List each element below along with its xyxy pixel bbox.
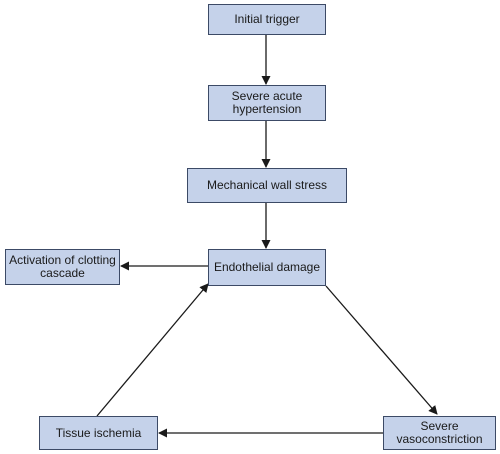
node-tissue-ischemia: Tissue ischemia <box>39 416 158 450</box>
node-endothelial-damage-label: Endothelial damage <box>213 260 321 274</box>
arrow-ischemia-to-endothelial <box>96 283 209 417</box>
node-initial-trigger: Initial trigger <box>208 4 326 35</box>
node-severe-vasoconstriction: Severe vasoconstriction <box>383 416 496 450</box>
node-activation-clotting-cascade-label: Activation of clotting cascade <box>9 253 116 280</box>
node-activation-clotting-cascade: Activation of clotting cascade <box>5 249 120 285</box>
node-initial-trigger-label: Initial trigger <box>234 12 300 26</box>
node-mechanical-wall-stress-label: Mechanical wall stress <box>206 178 328 192</box>
node-tissue-ischemia-label: Tissue ischemia <box>55 425 142 440</box>
node-severe-acute-hypertension: Severe acute hypertension <box>208 85 326 121</box>
node-mechanical-wall-stress: Mechanical wall stress <box>187 168 347 203</box>
node-severe-vasoconstriction-label: Severe vasoconstriction <box>396 419 483 446</box>
arrow-endothelial-to-vasoconstriction <box>325 285 438 415</box>
node-severe-acute-hypertension-label: Severe acute hypertension <box>231 89 303 116</box>
node-endothelial-damage: Endothelial damage <box>208 249 326 286</box>
